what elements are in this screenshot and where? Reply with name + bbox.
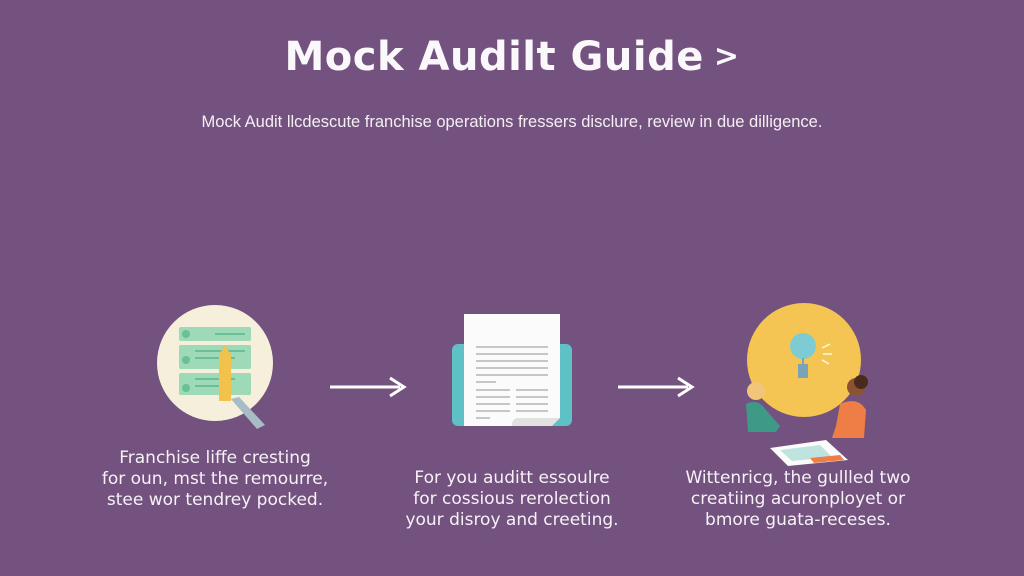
- document-folder-icon: [452, 314, 572, 426]
- collaboration-lightbulb-icon: [746, 303, 868, 466]
- step-1-illustration: [155, 305, 275, 430]
- caption-line: for cossious rerolection: [413, 489, 611, 509]
- page-title[interactable]: Mock Audilt Guide >: [0, 34, 1024, 80]
- step-2-illustration: [450, 312, 575, 432]
- caption-line: Franchise liffe cresting: [119, 448, 311, 468]
- checklist-pencil-icon: [157, 305, 273, 429]
- step-3-illustration: [740, 300, 880, 470]
- caption-line: your disroy and creeting.: [405, 510, 619, 530]
- chevron-right-icon[interactable]: >: [713, 39, 740, 74]
- caption-line: Wittenricg, the gullled two: [685, 468, 911, 488]
- title-text: Mock Audilt Guide: [284, 34, 704, 80]
- step-2-caption: For you auditt essoulre for cossious rer…: [382, 468, 642, 531]
- step-1-caption: Franchise liffe cresting for oun, mst th…: [85, 448, 345, 511]
- arrow-right-icon: [328, 376, 408, 402]
- caption-line: stee wor tendrey pocked.: [106, 490, 324, 510]
- caption-line: creatiing acuronployet or: [690, 489, 906, 509]
- step-3-caption: Wittenricg, the gullled two creatiing ac…: [668, 468, 928, 531]
- arrow-right-icon: [616, 376, 696, 402]
- caption-line: For you auditt essoulre: [414, 468, 610, 488]
- page-subtitle: Mock Audit llcdescute franchise operatio…: [201, 113, 823, 131]
- caption-line: bmore guata-receses.: [705, 510, 891, 530]
- caption-line: for oun, mst the remourre,: [101, 469, 329, 489]
